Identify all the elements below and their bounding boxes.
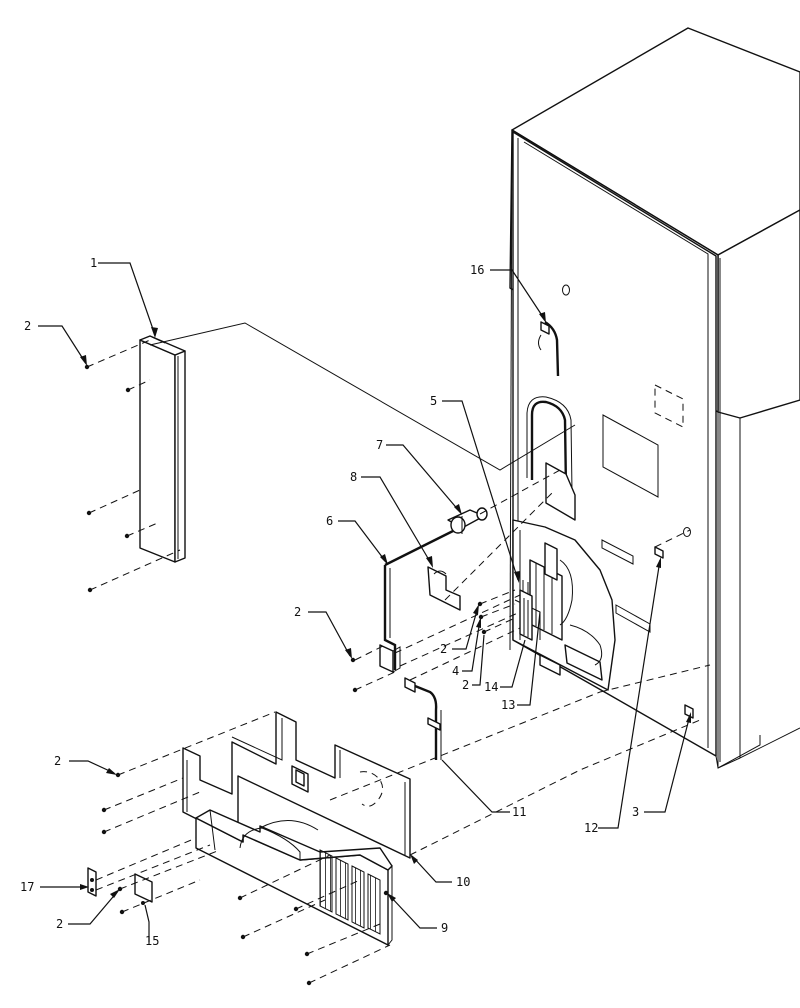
callout-8: 8 (350, 470, 357, 484)
callout-2: 2 (462, 678, 469, 692)
callout-2: 2 (24, 319, 31, 333)
part-6-harness-panel (379, 528, 456, 673)
callout-2: 2 (54, 754, 61, 768)
callout-1: 1 (90, 256, 97, 270)
part-13-14-valve (519, 589, 533, 641)
callout-2: 2 (294, 605, 301, 619)
part-1-side-panel (139, 335, 186, 563)
part-16-cord (538, 320, 560, 377)
callout-2: 2 (440, 642, 447, 656)
callout-17: 17 (20, 880, 34, 894)
callout-12: 12 (584, 821, 598, 835)
part-7-fitting (447, 507, 488, 534)
callout-13: 13 (501, 698, 515, 712)
part-17-clip (87, 867, 97, 897)
callout-11: 11 (512, 805, 526, 819)
part-9-grille-panel (195, 809, 393, 946)
callout-2: 2 (56, 917, 63, 931)
callout-5: 5 (430, 394, 437, 408)
callout-14: 14 (484, 680, 498, 694)
callout-3: 3 (632, 805, 639, 819)
callout-10: 10 (456, 875, 470, 889)
callout-labels: 1 2 16 5 7 8 6 2 2 4 2 14 13 2 12 3 11 1… (20, 256, 639, 948)
alignment-lines (86, 322, 711, 984)
part-8-bracket (427, 566, 461, 611)
callout-16: 16 (470, 263, 484, 277)
refrigerator-cabinet (509, 27, 800, 769)
part-15-bracket (134, 873, 153, 905)
part-10-rear-cover (182, 711, 411, 859)
callout-15: 15 (145, 934, 159, 948)
part-11-tube (404, 677, 442, 760)
callout-9: 9 (441, 921, 448, 935)
callout-4: 4 (452, 664, 459, 678)
callout-6: 6 (326, 514, 333, 528)
callout-7: 7 (376, 438, 383, 452)
callout-leaders (38, 262, 691, 942)
